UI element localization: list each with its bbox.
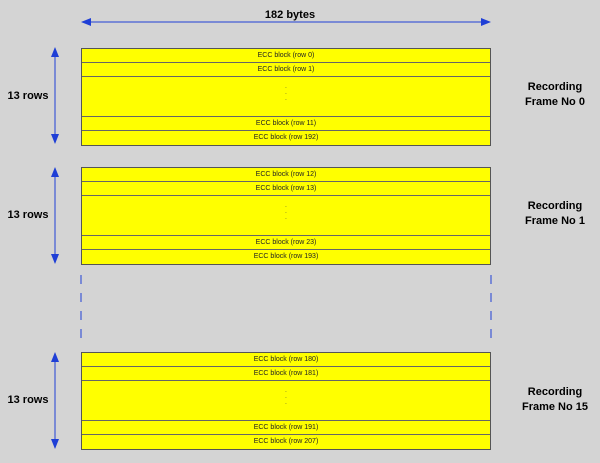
ecc-row: ECC block (row 0) [82, 49, 490, 63]
frame-label-line2: Frame No 1 [525, 215, 585, 227]
ecc-row: ECC block (row 180) [82, 353, 490, 367]
ecc-row: ECC block (row 207) [253, 438, 319, 445]
ecc-row: ECC block (row 12) [82, 168, 490, 182]
recording-frame-block-0: ECC block (row 0) ECC block (row 1) ... … [81, 48, 491, 146]
ecc-row: ECC block (row 1) [82, 63, 490, 77]
frame-label-line1: Recording [527, 81, 583, 93]
ellipsis-gap: ... [82, 381, 490, 421]
ecc-row: ECC block (row 193) [253, 253, 319, 260]
rows-label-frame-0: 13 rows [7, 90, 49, 102]
frame-label-line1: Recording [527, 200, 583, 212]
frame-label-line2: Frame No 15 [521, 401, 589, 413]
ecc-row: ECC block (row 23) [82, 236, 490, 250]
frame-label-15: Recording Frame No 15 [510, 385, 600, 415]
rows-label-frame-15: 13 rows [7, 394, 49, 406]
recording-frame-block-1: ECC block (row 12) ECC block (row 13) ..… [81, 167, 491, 265]
width-label: 182 bytes [264, 9, 316, 21]
frame-label-0: Recording Frame No 0 [510, 80, 600, 110]
ecc-row: ECC block (row 192) [253, 134, 319, 141]
ecc-row: ECC block (row 181) [82, 367, 490, 381]
frame-label-line2: Frame No 0 [525, 96, 585, 108]
frame-label-1: Recording Frame No 1 [510, 199, 600, 229]
ecc-row: ECC block (row 11) [82, 117, 490, 131]
ecc-row: ECC block (row 191) [82, 421, 490, 435]
recording-frame-block-15: ECC block (row 180) ECC block (row 181) … [81, 352, 491, 450]
ellipsis-gap: ... [82, 77, 490, 117]
ecc-row: ECC block (row 13) [82, 182, 490, 196]
frame-label-line1: Recording [527, 386, 583, 398]
ellipsis-gap: ... [82, 196, 490, 236]
rows-label-frame-1: 13 rows [7, 209, 49, 221]
